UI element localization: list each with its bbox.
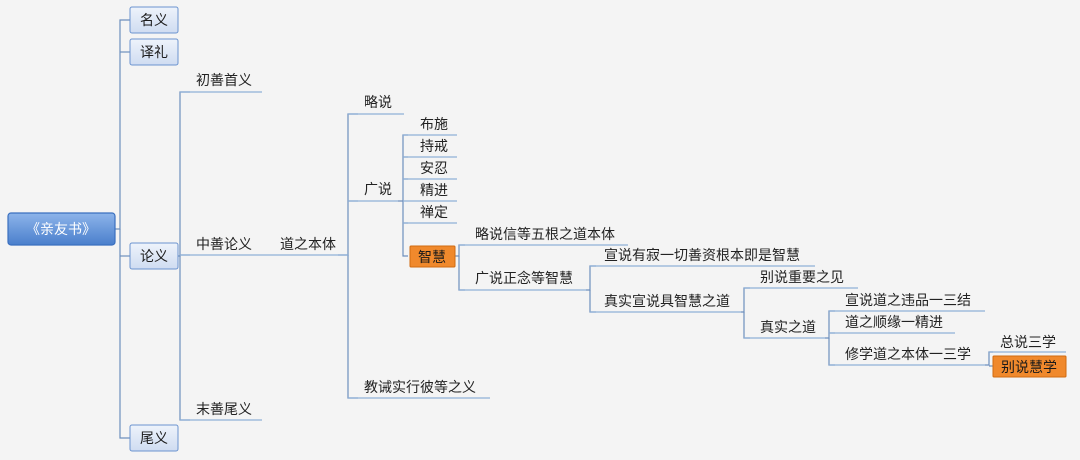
node-zhenshi-zhidao: 真实之道 — [744, 320, 825, 339]
node-lunyi: 论义 — [129, 242, 179, 270]
weiyi-label: 尾义 — [140, 431, 168, 447]
xuanshuo-label: 宣说有寂一切善资根本即是智慧 — [604, 248, 800, 264]
node-mingyi: 名义 — [129, 6, 179, 34]
lueshuo-label: 略说 — [364, 95, 392, 111]
node-chushan: 初善首义 — [180, 72, 262, 93]
zhongshan-label: 中善论义 — [196, 237, 252, 253]
bushi-label: 布施 — [420, 117, 448, 133]
node-yili: 译礼 — [129, 38, 179, 66]
node-xiuxue: 修学道之本体一三学 — [829, 347, 985, 366]
node-zhihui: 智慧 — [409, 245, 456, 268]
anren-label: 安忍 — [420, 161, 448, 177]
node-moshan: 末善尾义 — [180, 402, 262, 421]
node-xuanshuo: 宣说有寂一切善资根本即是智慧 — [590, 248, 815, 267]
node-weiyi: 尾义 — [129, 424, 179, 452]
weipin-label: 宣说道之违品一三结 — [845, 293, 971, 309]
node-daozhi-benti: 道之本体 — [262, 237, 348, 256]
yili-label: 译礼 — [140, 45, 168, 61]
chanding-label: 禅定 — [420, 205, 448, 221]
shunyuan-label: 道之顺缘一精进 — [845, 315, 943, 331]
mingyi-label: 名义 — [140, 13, 168, 29]
node-jiaojie: 教诫实行彼等之义 — [348, 379, 490, 399]
node-jingjin: 精进 — [403, 183, 457, 202]
guangshuo-label: 广说 — [364, 182, 392, 198]
bieshuo-huixue-label: 别说慧学 — [1001, 360, 1057, 376]
bieshuo-jian-label: 别说重要之见 — [760, 270, 844, 286]
node-chijie: 持戒 — [403, 139, 457, 158]
lue-wugen-label: 略说信等五根之道本体 — [475, 226, 615, 243]
root-label: 《亲友书》 — [26, 222, 96, 238]
zongshuo-label: 总说三学 — [1000, 335, 1056, 351]
lunyi-label: 论义 — [140, 249, 168, 265]
node-guangshuo: 广说 — [348, 182, 398, 202]
node-zhenshi-xuan: 真实宣说具智慧之道 — [590, 294, 741, 313]
guang-zhengnian-label: 广说正念等智慧 — [475, 270, 573, 287]
node-bushi: 布施 — [403, 117, 457, 136]
node-zhongshan: 中善论义 — [180, 237, 262, 256]
zhenshi-xuan-label: 真实宣说具智慧之道 — [604, 294, 730, 310]
moshan-label: 末善尾义 — [196, 402, 252, 418]
xiuxue-label: 修学道之本体一三学 — [845, 347, 971, 363]
node-guang-zhengnian: 广说正念等智慧 — [459, 270, 586, 291]
node-chanding: 禅定 — [403, 205, 457, 224]
node-lue-wugen: 略说信等五根之道本体 — [459, 226, 628, 246]
jingjin-label: 精进 — [420, 183, 448, 199]
zhenshi-zhidao-label: 真实之道 — [760, 320, 816, 336]
node-weipin: 宣说道之违品一三结 — [829, 293, 985, 312]
node-bieshuo-jian: 别说重要之见 — [744, 270, 858, 289]
chushan-label: 初善首义 — [196, 72, 252, 89]
node-zongshuo: 总说三学 — [989, 335, 1066, 353]
node-bieshuo-huixue: 别说慧学 — [992, 355, 1067, 378]
zhihui-label: 智慧 — [418, 250, 446, 266]
node-anren: 安忍 — [403, 161, 457, 180]
jiaojie-label: 教诫实行彼等之义 — [364, 379, 476, 396]
node-shunyuan: 道之顺缘一精进 — [829, 315, 955, 334]
root-node: 《亲友书》 — [7, 212, 116, 246]
node-lueshuo: 略说 — [348, 95, 404, 115]
chijie-label: 持戒 — [420, 139, 448, 155]
daozhi-benti-label: 道之本体 — [280, 237, 336, 253]
